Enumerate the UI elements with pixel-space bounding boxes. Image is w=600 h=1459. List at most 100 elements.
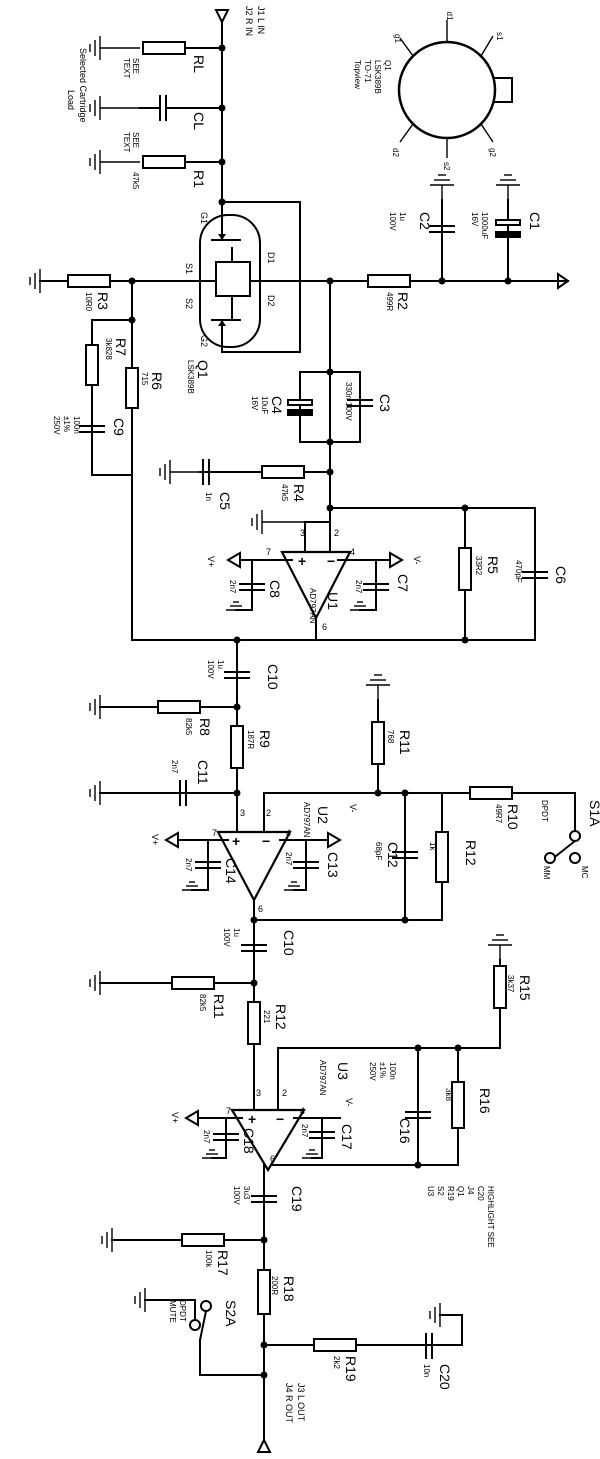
pin-d1-label: d1 (445, 12, 454, 21)
svg-text:R6: R6 (149, 372, 165, 390)
capacitor-C17: C17 2n7 (300, 1117, 355, 1159)
resistor-R15: R15 3k37 (493, 965, 533, 1009)
jfet-Q1: G1 S1 S2 D1 D2 G2 Q1 LSK389B (184, 211, 276, 394)
capacitor-C11: C11 2n7 (170, 760, 211, 806)
svg-text:250V: 250V (368, 1062, 377, 1081)
svg-text:SEE: SEE (131, 58, 140, 74)
svg-text:100k: 100k (204, 1250, 213, 1268)
capacitor-C2: C2 1u 100V (388, 212, 455, 233)
svg-text:S2: S2 (184, 298, 194, 309)
output-label-2: J4 R OUT (284, 1383, 294, 1424)
svg-text:R12: R12 (463, 840, 479, 866)
svg-text:TEXT: TEXT (122, 132, 131, 153)
supply-arrow (557, 272, 570, 290)
svg-text:V-: V- (348, 804, 358, 813)
input-connector: J1 L IN J2 R IN (214, 6, 266, 36)
svg-text:V+: V+ (206, 556, 216, 567)
svg-text:−: − (276, 1111, 284, 1127)
pinout-view-label: Topview (353, 60, 362, 89)
pin-s1-label: s1 (495, 32, 504, 41)
svg-text:82k5: 82k5 (198, 994, 207, 1012)
opamp-U1: + − 3 2 6 U1 AD797AN 7 4 V+ V- (206, 507, 422, 641)
junctions (128, 44, 512, 1379)
svg-text:MC: MC (580, 866, 589, 879)
pinout-ref-label: Q1 (383, 60, 392, 71)
svg-text:100V: 100V (222, 928, 231, 947)
svg-text:R16: R16 (477, 1088, 493, 1114)
svg-text:V-: V- (344, 1098, 354, 1107)
svg-text:C11: C11 (195, 760, 211, 785)
svg-text:2: 2 (334, 528, 339, 538)
bom-note: HIGHLIGHT SEE C20 J4 Q1 R19 S2 U3 (426, 1186, 495, 1248)
svg-text:R10: R10 (505, 804, 521, 830)
svg-text:D1: D1 (266, 252, 276, 264)
svg-text:V+: V+ (150, 834, 160, 845)
svg-text:C13: C13 (325, 852, 341, 878)
svg-text:G1: G1 (199, 212, 209, 224)
svg-text:1u: 1u (216, 660, 225, 669)
svg-text:C2: C2 (417, 212, 433, 230)
resistor-R5: R5 33R2 (458, 547, 501, 591)
svg-text:Q1: Q1 (195, 360, 211, 379)
svg-text:R17: R17 (215, 1250, 231, 1276)
svg-text:6: 6 (322, 622, 327, 632)
svg-text:100V: 100V (232, 1186, 241, 1205)
svg-text:V+: V+ (170, 1112, 180, 1123)
svg-text:82k5: 82k5 (184, 718, 193, 736)
svg-text:C16: C16 (397, 1118, 413, 1144)
resistor-R8: 82k5 R8 (157, 700, 213, 736)
svg-text:768: 768 (386, 730, 395, 744)
svg-text:C9: C9 (111, 418, 127, 436)
pin-s2-label: s2 (442, 162, 451, 171)
svg-text:2: 2 (282, 1088, 287, 1098)
svg-text:10R0: 10R0 (84, 292, 93, 312)
capacitor-C14: C14 2n7 (184, 839, 239, 891)
svg-text:D2: D2 (266, 295, 276, 307)
svg-text:TEXT: TEXT (122, 58, 131, 79)
svg-text:10uF: 10uF (260, 396, 269, 414)
svg-text:6: 6 (270, 1154, 275, 1164)
svg-text:R12: R12 (273, 1004, 289, 1030)
svg-text:499R: 499R (385, 292, 394, 311)
svg-text:C12: C12 (385, 842, 401, 868)
resistor-R19: R19 2k2 (313, 1338, 359, 1382)
capacitor-C7: C7 2n7 (354, 559, 411, 611)
pin-g2-label: g2 (488, 148, 497, 157)
svg-text:MUTE: MUTE (168, 1300, 177, 1323)
svg-text:C20: C20 (437, 1364, 453, 1390)
load-caption-2: Load (66, 90, 76, 110)
resistor-RL: RL SEE TEXT (122, 41, 207, 79)
capacitor-C1: C1 1000uF 16V (470, 212, 543, 239)
svg-text:C17: C17 (339, 1124, 355, 1150)
switch-S2A: S2A DPDT MUTE (168, 1300, 239, 1342)
svg-text:C10: C10 (265, 664, 281, 690)
svg-text:6: 6 (258, 904, 263, 914)
resistor-R12a: R12 1k (428, 831, 479, 883)
svg-text:C19: C19 (289, 1186, 305, 1212)
svg-text:100V: 100V (388, 212, 397, 231)
svg-text:1u: 1u (232, 928, 241, 937)
svg-text:2n7: 2n7 (228, 580, 237, 594)
svg-text:Q1: Q1 (456, 1186, 465, 1197)
svg-text:100n: 100n (72, 416, 81, 434)
svg-text:221: 221 (262, 1010, 271, 1024)
svg-text:U2: U2 (315, 806, 331, 824)
capacitor-C18: C18 2n7 (202, 1117, 257, 1159)
svg-text:3u3: 3u3 (242, 1186, 251, 1200)
svg-text:16V: 16V (250, 396, 259, 411)
svg-text:V-: V- (412, 556, 422, 565)
svg-text:2n7: 2n7 (354, 580, 363, 594)
svg-text:2n7: 2n7 (170, 760, 179, 774)
pin-d2-label: d2 (391, 148, 400, 157)
svg-text:C20: C20 (476, 1186, 485, 1201)
svg-text:S1: S1 (184, 263, 194, 274)
svg-text:C5: C5 (217, 492, 233, 510)
svg-text:+: + (248, 1111, 256, 1127)
svg-text:3k8: 3k8 (444, 1088, 453, 1101)
svg-text:AD797AN: AD797AN (318, 1060, 327, 1096)
capacitor-C3: C3 330n 100V (344, 382, 393, 421)
svg-text:C14: C14 (223, 858, 239, 884)
svg-text:AD797AN: AD797AN (308, 588, 317, 624)
svg-text:C6: C6 (553, 566, 569, 584)
resistor-R12b: R12 221 (247, 1001, 289, 1045)
